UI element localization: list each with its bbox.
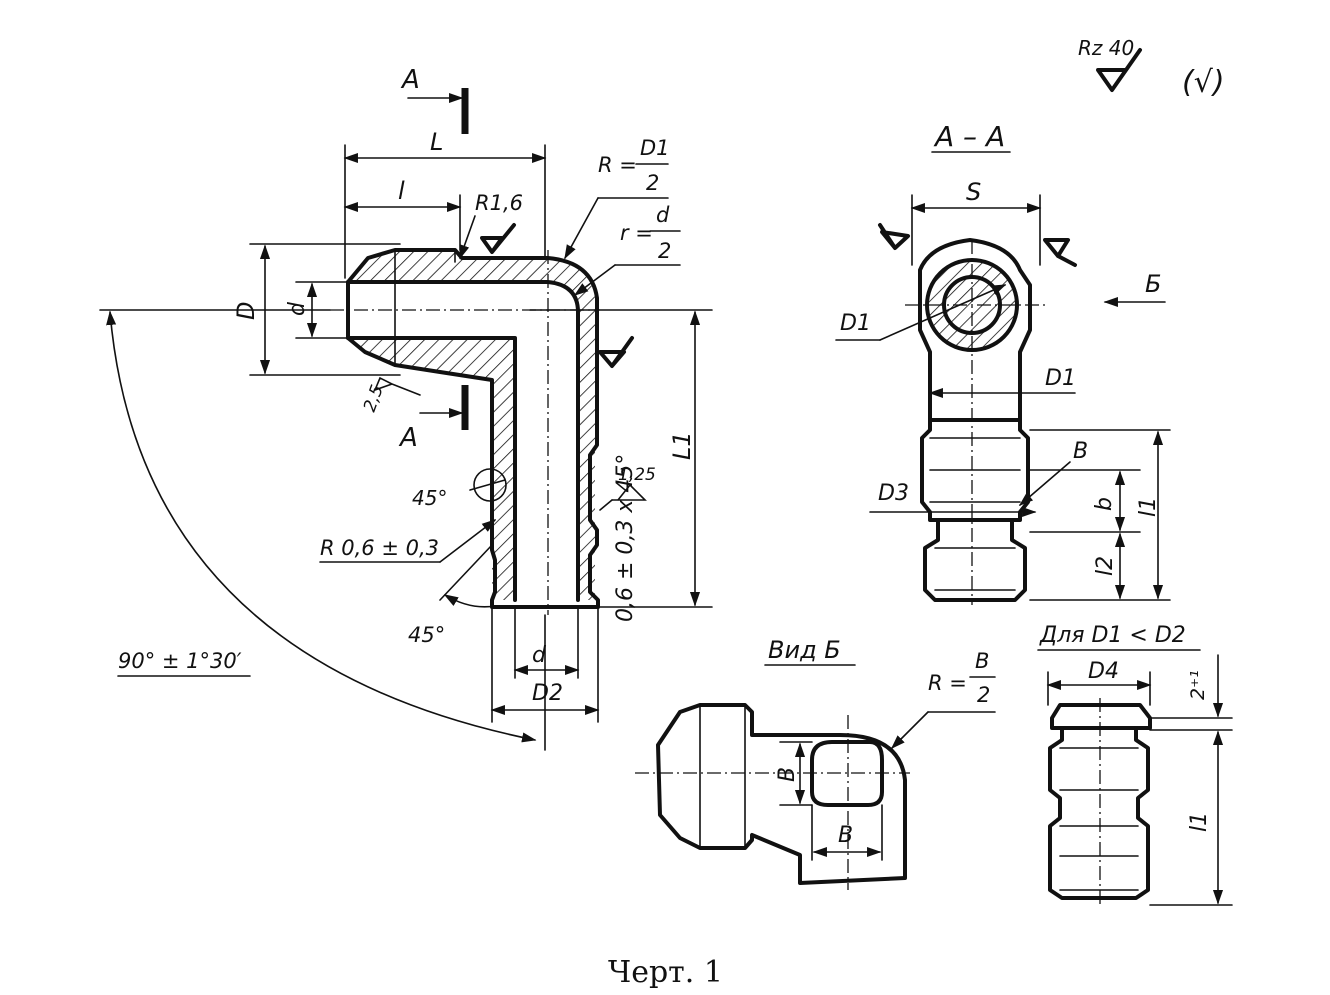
dim-D1-left: D1 xyxy=(840,311,871,336)
dim-2-plus1: 2⁺¹ xyxy=(1187,670,1209,700)
dim-l2: l2 xyxy=(1093,556,1118,576)
dim-angle45-bottom: 45° xyxy=(408,623,445,647)
dim-D2: D2 xyxy=(532,681,563,706)
view-b-R-label: R = xyxy=(928,671,967,695)
view-b-R-den: 2 xyxy=(977,683,990,707)
dim-d-left: d xyxy=(285,301,310,316)
variant-title: Для D1 < D2 xyxy=(1039,623,1186,648)
dim-radius: R 0,6 ± 0,3 xyxy=(320,536,439,560)
view-b-dim-B-horizontal: B xyxy=(838,823,853,848)
dim-chamfer: 0,6 ± 0,3 x 45° xyxy=(613,454,638,622)
dim-R16: R1,6 xyxy=(475,191,523,215)
dim-R-num: D1 xyxy=(640,136,670,160)
roughness-symbol-icon xyxy=(1096,48,1142,92)
dim-R-den: 2 xyxy=(646,171,659,195)
section-mark-top: A xyxy=(400,65,420,95)
stem-thread xyxy=(923,518,1027,602)
view-b-R-num: B xyxy=(975,649,989,673)
view-b-dim-B-vertical: B xyxy=(775,767,800,782)
variant-body xyxy=(1048,726,1150,900)
main-view: A A L l R1,6 R = D1 2 r = d 2 D xyxy=(99,65,713,751)
dim-L1: L1 xyxy=(668,431,696,460)
variant-collar xyxy=(1050,703,1152,730)
roughness-top-label: Rz 40 xyxy=(1078,36,1134,60)
section-aa: А – А S Б D1 D1 B D3 xyxy=(835,120,1171,605)
dim-D3: D3 xyxy=(878,481,909,506)
dim-B-section: B xyxy=(1073,439,1088,464)
dim-l1-variant: l1 xyxy=(1187,812,1212,832)
dim-angle45-top: 45° xyxy=(412,486,447,510)
dim-R-label: R = xyxy=(598,153,637,177)
dim-angle90: 90° ± 1°30′ xyxy=(118,649,242,673)
roughness-general: (√) xyxy=(1182,65,1225,100)
section-mark-bottom: A xyxy=(398,423,418,453)
dim-D4: D4 xyxy=(1088,659,1119,684)
dim-l1-section: l1 xyxy=(1136,497,1161,517)
variant-view: Для D1 < D2 D4 2⁺¹ l1 xyxy=(1037,623,1233,906)
view-b-title: Вид Б xyxy=(768,636,841,664)
view-b: Вид Б R = B 2 B B xyxy=(635,636,996,890)
view-b-window xyxy=(810,740,884,807)
view-b-outline xyxy=(656,703,907,885)
view-arrow-b: Б xyxy=(1145,270,1161,298)
dim-b: b xyxy=(1092,497,1117,511)
stem-upper xyxy=(920,418,1030,522)
dim-D1-right: D1 xyxy=(1045,366,1076,391)
roughness-125: 1,25 xyxy=(618,465,656,485)
dim-r-label: r = xyxy=(620,221,653,245)
section-aa-title: А – А xyxy=(933,120,1005,153)
dim-r-den: 2 xyxy=(658,239,671,263)
dim-L: L xyxy=(430,128,443,156)
dim-l: l xyxy=(398,177,405,205)
dim-S: S xyxy=(966,178,981,206)
dim-r-num: d xyxy=(656,203,670,227)
elbow-wall-section xyxy=(348,250,595,600)
hex-body xyxy=(918,238,1032,422)
figure-caption: Черт. 1 xyxy=(608,955,723,990)
roughness-top: Rz 40 (√) xyxy=(1078,36,1225,100)
